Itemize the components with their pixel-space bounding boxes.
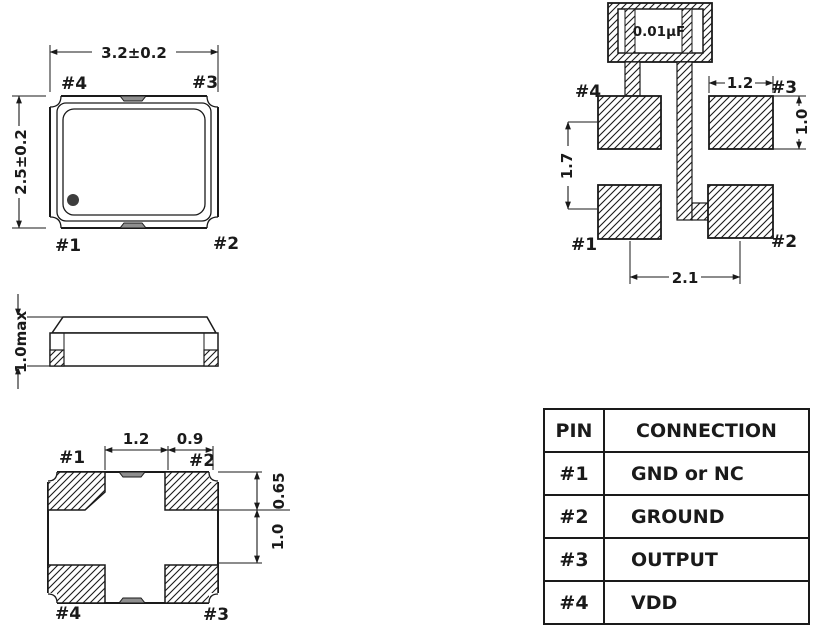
top-width-dim-label: 3.2±0.2 [101, 44, 167, 62]
table-row: #2 GROUND [543, 494, 810, 539]
header-connection: CONNECTION [603, 408, 810, 453]
top-edge-notch [118, 95, 148, 102]
side-height-dim-label: 1.0max [12, 311, 30, 373]
row4-connection: VDD [603, 580, 810, 625]
pin2-label: #2 [771, 232, 797, 252]
top-height-dim-label: 2.5±0.2 [12, 129, 30, 195]
capacitor-value-label: 0.01μF [633, 24, 685, 40]
table-row: #4 VDD [543, 580, 810, 625]
label-mask [725, 73, 755, 90]
side-pad-left [49, 349, 65, 367]
pad-gap-dim-label: 1.2 [123, 430, 150, 448]
row1-pin: #1 [543, 451, 605, 496]
side-body [49, 332, 219, 367]
corner-notch-arc [208, 593, 219, 604]
land-pad2 [707, 184, 774, 239]
row4-pin: #4 [543, 580, 605, 625]
corner-notch-arc [208, 471, 219, 482]
table-row: #1 GND or NC [543, 451, 810, 496]
pin3-label: #3 [771, 78, 797, 98]
bottom-pad4 [47, 564, 106, 604]
package-body-outline [49, 95, 219, 229]
bottom-edge-notch [118, 222, 148, 229]
pin4-label: #4 [61, 74, 87, 94]
corner-notch-arc [206, 95, 219, 108]
pin2-label: #2 [213, 234, 239, 254]
table-row: #3 OUTPUT [543, 537, 810, 582]
pin3-label: #3 [192, 73, 218, 93]
land-pad1 [597, 184, 662, 240]
corner-notch-arc [206, 216, 219, 229]
top-view: 3.2±0.2 2.5±0.2 #4 #3 #1 #2 [9, 42, 239, 256]
bottom-edge-notch [117, 597, 147, 604]
trace-to-pad4 [624, 61, 641, 97]
lid-outline-inner [62, 108, 206, 216]
label-mask [791, 106, 807, 139]
row1-connection: GND or NC [603, 451, 810, 496]
pin4-label: #4 [575, 82, 601, 102]
trace-to-pad2 [676, 61, 693, 221]
header-pin: PIN [543, 408, 605, 453]
table-header-row: PIN CONNECTION [543, 408, 810, 453]
pad-height-dim-label: 0.65 [270, 472, 288, 509]
corner-notch-arc [47, 593, 58, 604]
pin3-label: #3 [203, 605, 229, 625]
land-pad-width-dim-label: 1.2 [727, 74, 754, 92]
land-pad-height-dim-label: 1.0 [793, 109, 811, 136]
capacitor-terminal-right [681, 8, 693, 54]
pin1-marker-dot [67, 194, 79, 206]
land-hpitch-dim-label: 2.1 [672, 269, 699, 287]
trace-stub-pad2 [691, 202, 709, 221]
corner-notch-mask [209, 593, 222, 607]
land-pattern: 0.01μF 1.2 1.0 1.7 2.1 #4 [556, 2, 811, 287]
corner-notch-arc [49, 216, 62, 229]
corner-notch-arc [47, 471, 58, 482]
lid-outline-outer [56, 102, 212, 222]
side-pad-right [203, 349, 219, 367]
pin-connection-table: PIN CONNECTION #1 GND or NC #2 GROUND #3… [543, 408, 810, 625]
row3-connection: OUTPUT [603, 537, 810, 582]
pin1-label: #1 [55, 236, 81, 256]
row2-connection: GROUND [603, 494, 810, 539]
bottom-view: 1.2 0.9 0.65 1.0 #1 #2 #4 #3 [44, 430, 290, 625]
land-pad3 [708, 95, 774, 150]
label-mask [92, 42, 176, 61]
corner-notch-mask [207, 92, 222, 107]
row3-pin: #3 [543, 537, 605, 582]
side-lid [50, 316, 218, 334]
corner-notch-mask [44, 593, 57, 607]
corner-notch-mask [46, 92, 61, 107]
pin1-label: #1 [59, 448, 85, 468]
land-vpitch-dim-label: 1.7 [558, 153, 576, 180]
pad-vgap-dim-label: 1.0 [269, 524, 287, 551]
side-view: 1.0max [8, 294, 219, 389]
row2-pin: #2 [543, 494, 605, 539]
corner-notch-mask [44, 468, 57, 482]
pin1-label: #1 [571, 235, 597, 255]
label-mask [9, 126, 28, 198]
corner-notch-arc [49, 95, 62, 108]
top-edge-notch [117, 471, 147, 478]
pin2-label: #2 [189, 451, 215, 471]
label-mask [556, 146, 573, 186]
label-mask [669, 268, 701, 285]
pad-width-dim-label: 0.9 [177, 430, 204, 448]
label-mask [8, 315, 27, 369]
capacitor-terminal-left [624, 8, 636, 54]
bottom-pad1 [47, 471, 106, 511]
pin4-label: #4 [55, 604, 81, 624]
corner-notch-mask [46, 217, 61, 232]
corner-notch-mask [207, 217, 222, 232]
land-pad4 [597, 95, 662, 150]
